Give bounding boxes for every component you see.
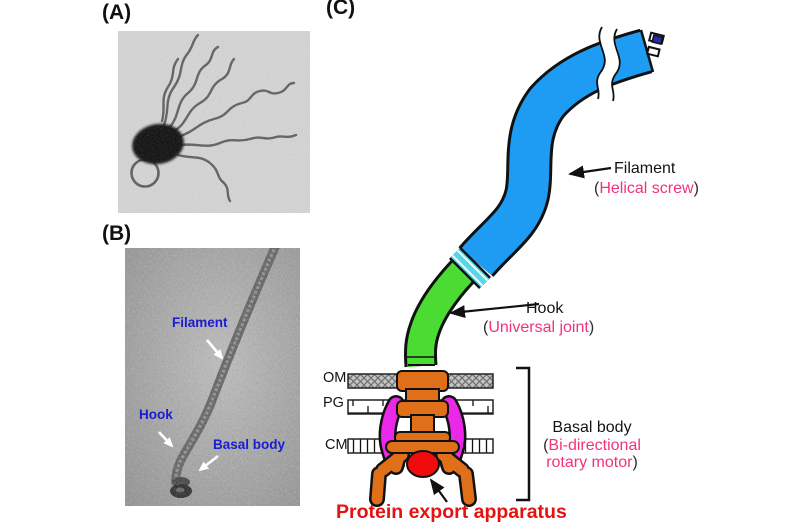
om-label: OM [323,370,347,386]
filament-name-label: Filament [614,160,676,177]
filament-break-mark [596,20,621,107]
panel-a-label: (A) [102,1,132,24]
protein-export-apparatus [406,450,440,478]
cm-label: CM [325,437,348,453]
hook-sub-label: (Universal joint) [483,319,595,336]
panel-a-micrograph [118,31,310,213]
basal-body-sub-line1: (Bi-directional [543,436,641,454]
basal-body-label-block: Basal body (Bi-directional rotary motor) [528,419,656,472]
hook-tube [404,254,480,368]
em-basal-body-arrow [198,454,219,472]
filament-sub-label: (Helical screw) [594,180,699,197]
hook-filament-junction [448,246,492,290]
panel-c-label: (C) [326,0,356,19]
pg-label: PG [323,395,344,411]
filament-arrow [568,165,612,179]
em-hook-arrow [158,431,174,448]
panel-b-filament-label: Filament [172,315,228,330]
basal-body-structure [369,370,477,507]
panel-b-hook-label: Hook [139,407,173,422]
panel-b-basal-body-label: Basal body [213,437,286,452]
basal-body-bracket [516,366,531,502]
hook-arrow [449,302,540,319]
panel-b-label: (B) [102,222,132,245]
protein-export-label: Protein export apparatus [336,501,567,523]
panel-b-micrograph: Filament Hook Basal body [125,248,300,506]
annotation-arrows [429,165,612,503]
filament-tube [458,28,653,278]
em-filament-arrow [206,339,224,360]
hook-name-label: Hook [526,300,564,317]
protein-export-arrow [429,478,448,503]
em-annotation-arrows [158,339,224,472]
basal-body-name-label: Basal body [552,419,632,436]
filament-tip-cap [639,29,665,73]
basal-body-sub-line2: rotary motor) [546,454,638,471]
